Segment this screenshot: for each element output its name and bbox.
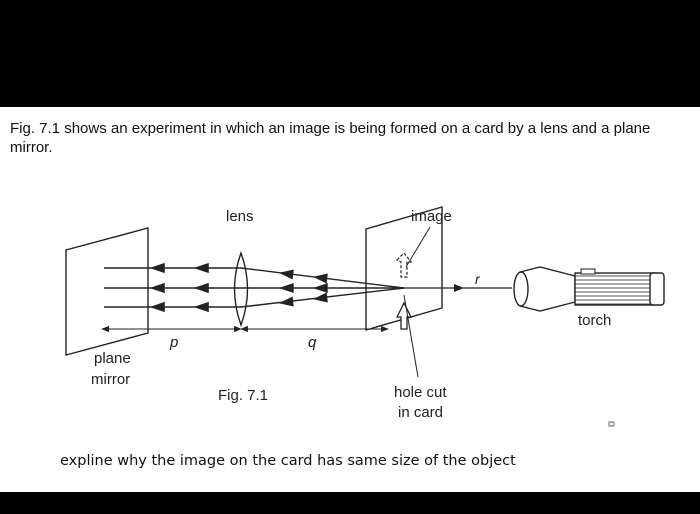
fig-7-1-diagram: lens image r torch p q plane mirror Fig.…: [65, 206, 665, 427]
parallel-rays: [104, 262, 241, 313]
image-arrow: [395, 252, 413, 278]
bottom-black-bar: [0, 492, 700, 514]
label-p: p: [169, 334, 178, 351]
lens: [233, 250, 249, 328]
label-hole-cut: hole cut: [394, 384, 447, 401]
label-lens: lens: [226, 208, 254, 225]
top-black-bar: [0, 0, 700, 107]
label-r: r: [475, 271, 481, 287]
label-in-card: in card: [398, 404, 443, 421]
axis-arrow: [454, 284, 464, 292]
object-arrow: [395, 301, 413, 330]
figure-caption: Fig. 7.1: [218, 387, 268, 404]
label-mirror: mirror: [91, 371, 130, 388]
label-q: q: [308, 334, 317, 351]
intro-text: Fig. 7.1 shows an experiment in which an…: [10, 120, 651, 156]
label-torch: torch: [578, 312, 611, 329]
converging-rays: [240, 267, 405, 308]
torch: [513, 266, 665, 312]
image-leader: [405, 226, 431, 268]
label-plane: plane: [94, 350, 131, 367]
hole-leader: [403, 294, 419, 378]
question-text: expline why the image on the card has sa…: [60, 453, 516, 469]
question-sheet: Fig. 7.1 shows an experiment in which an…: [0, 107, 700, 492]
plane-mirror: [65, 227, 149, 356]
label-image: image: [411, 208, 452, 225]
scan-mark: [608, 421, 615, 427]
